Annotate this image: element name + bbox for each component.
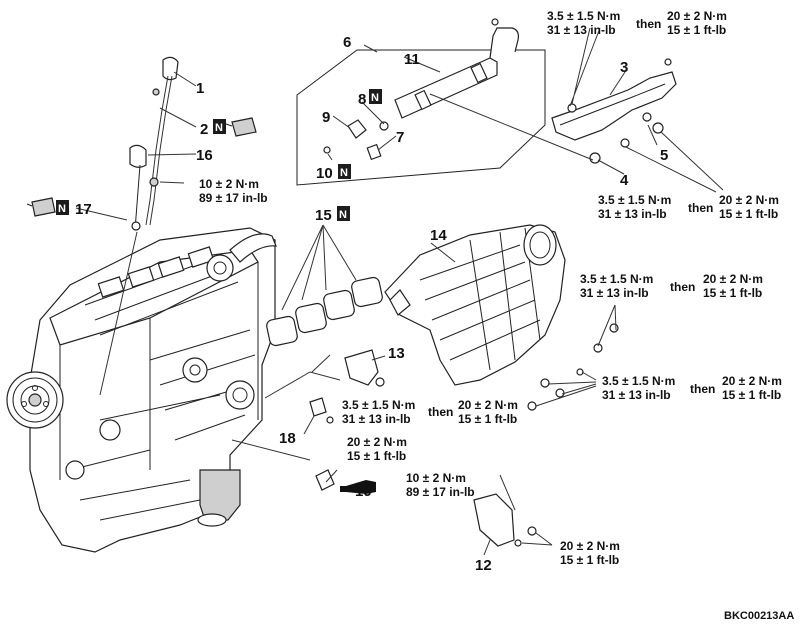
callout-5: 5 — [660, 147, 668, 164]
torque-i-ftlb: 15 ± 1 ft-lb — [560, 553, 619, 567]
torque-right-lower: 3.5 ± 1.5 N·m 31 ± 13 in-lb then 20 ± 2 … — [602, 374, 782, 402]
torque-i-nm: 20 ± 2 N·m — [560, 539, 620, 553]
callout-2: 2 — [200, 121, 208, 138]
torque-b-then: then — [688, 201, 713, 215]
callout-14: 14 — [430, 227, 447, 244]
bracket-12 — [473, 493, 537, 547]
torque-d-ftlb: 15 ± 1 ft-lb — [703, 286, 762, 300]
callout-8: 8 — [358, 91, 366, 108]
engine-block — [6, 227, 277, 553]
leader-lines — [75, 27, 724, 556]
torque-bracket-13: 3.5 ± 1.5 N·m 31 ± 13 in-lb then 20 ± 2 … — [342, 398, 518, 426]
torque-right-upper: 3.5 ± 1.5 N·m 31 ± 13 in-lb then 20 ± 2 … — [580, 272, 763, 300]
svg-text:N: N — [58, 203, 66, 215]
torque-a-then: then — [636, 17, 661, 31]
callout-12: 12 — [475, 557, 492, 574]
callout-6: 6 — [343, 34, 351, 51]
torque-f-ftlb: 15 ± 1 ft-lb — [458, 412, 517, 426]
torque-a-ftlb: 15 ± 1 ft-lb — [667, 23, 726, 37]
torque-b-inlb: 31 ± 13 in-lb — [598, 207, 667, 221]
torque-c-nm: 10 ± 2 N·m — [199, 177, 259, 191]
oil-can-icon — [225, 117, 257, 137]
torque-e-nm: 3.5 ± 1.5 N·m — [602, 374, 675, 388]
torque-a-20nm: 20 ± 2 N·m — [667, 9, 727, 23]
callout-10: 10 — [316, 165, 333, 182]
svg-text:N: N — [340, 167, 348, 179]
torque-f-inlb: 31 ± 13 in-lb — [342, 412, 411, 426]
torque-bracket-12: 20 ± 2 N·m 15 ± 1 ft-lb — [560, 539, 620, 567]
torque-d-inlb: 31 ± 13 in-lb — [580, 286, 649, 300]
torque-dipstick: 10 ± 2 N·m 89 ± 17 in-lb — [199, 177, 268, 205]
torque-d-then: then — [670, 280, 695, 294]
torque-top-right: 3.5 ± 1.5 N·m 31 ± 13 in-lb then 20 ± 2 … — [547, 9, 727, 37]
callout-11: 11 — [404, 51, 420, 68]
sealant-tube-icon — [340, 480, 376, 494]
oil-can-icon-17 — [26, 197, 56, 217]
n-badge-15: N — [337, 206, 350, 221]
svg-text:N: N — [215, 122, 223, 134]
callout-1: 1 — [196, 80, 204, 97]
callout-13: 13 — [388, 345, 405, 362]
callout-numbers: 1 2 3 4 5 6 7 8 9 10 11 12 13 14 15 16 1… — [75, 34, 668, 574]
protector-bracket — [551, 58, 677, 164]
torque-g-ftlb: 15 ± 1 ft-lb — [347, 449, 406, 463]
torque-f-20nm: 20 ± 2 N·m — [458, 398, 518, 412]
torque-b-20nm: 20 ± 2 N·m — [719, 193, 779, 207]
torque-d-20nm: 20 ± 2 N·m — [703, 272, 763, 286]
torque-sensor-19: 10 ± 2 N·m 89 ± 17 in-lb — [406, 471, 475, 499]
figure-code: BKC00213AA — [724, 610, 794, 622]
sensor-18 — [309, 397, 334, 424]
callout-4: 4 — [620, 172, 629, 189]
torque-right-mid: 3.5 ± 1.5 N·m 31 ± 13 in-lb then 20 ± 2 … — [598, 193, 779, 221]
n-badge-17: N — [56, 200, 69, 215]
torque-a-nm: 3.5 ± 1.5 N·m — [547, 9, 620, 23]
callout-18: 18 — [279, 430, 296, 447]
callout-9: 9 — [322, 109, 330, 126]
callout-3: 3 — [620, 59, 628, 76]
torque-f-nm: 3.5 ± 1.5 N·m — [342, 398, 415, 412]
torque-h-nm: 10 ± 2 N·m — [406, 471, 466, 485]
torque-e-then: then — [690, 382, 715, 396]
torque-e-20nm: 20 ± 2 N·m — [722, 374, 782, 388]
torque-d-nm: 3.5 ± 1.5 N·m — [580, 272, 653, 286]
intake-manifold — [384, 224, 566, 386]
sensor-19 — [315, 469, 335, 491]
torque-c-inlb: 89 ± 17 in-lb — [199, 191, 268, 205]
n-badge-2: N — [213, 119, 226, 134]
bracket-13 — [344, 349, 385, 387]
torque-e-inlb: 31 ± 13 in-lb — [602, 388, 671, 402]
callout-7: 7 — [396, 129, 404, 146]
torque-sensor-18: 20 ± 2 N·m 15 ± 1 ft-lb — [347, 435, 407, 463]
dipstick-assembly — [129, 56, 179, 231]
callout-17: 17 — [75, 201, 92, 218]
torque-a-inlb: 31 ± 13 in-lb — [547, 23, 616, 37]
n-badges: N N N N N — [56, 89, 382, 221]
intake-gaskets — [266, 276, 383, 347]
n-badge-10: N — [338, 164, 351, 179]
callout-15: 15 — [315, 207, 332, 224]
torque-f-then: then — [428, 405, 453, 419]
callout-16: 16 — [196, 147, 213, 164]
n-badge-8: N — [369, 89, 382, 104]
svg-text:N: N — [371, 92, 379, 104]
fuel-rail-group — [296, 18, 546, 186]
torque-g-nm: 20 ± 2 N·m — [347, 435, 407, 449]
torque-h-inlb: 89 ± 17 in-lb — [406, 485, 475, 499]
torque-e-ftlb: 15 ± 1 ft-lb — [722, 388, 781, 402]
torque-b-ftlb: 15 ± 1 ft-lb — [719, 207, 778, 221]
svg-text:N: N — [339, 209, 347, 221]
torque-b-nm: 3.5 ± 1.5 N·m — [598, 193, 671, 207]
bolts-right — [527, 323, 619, 411]
